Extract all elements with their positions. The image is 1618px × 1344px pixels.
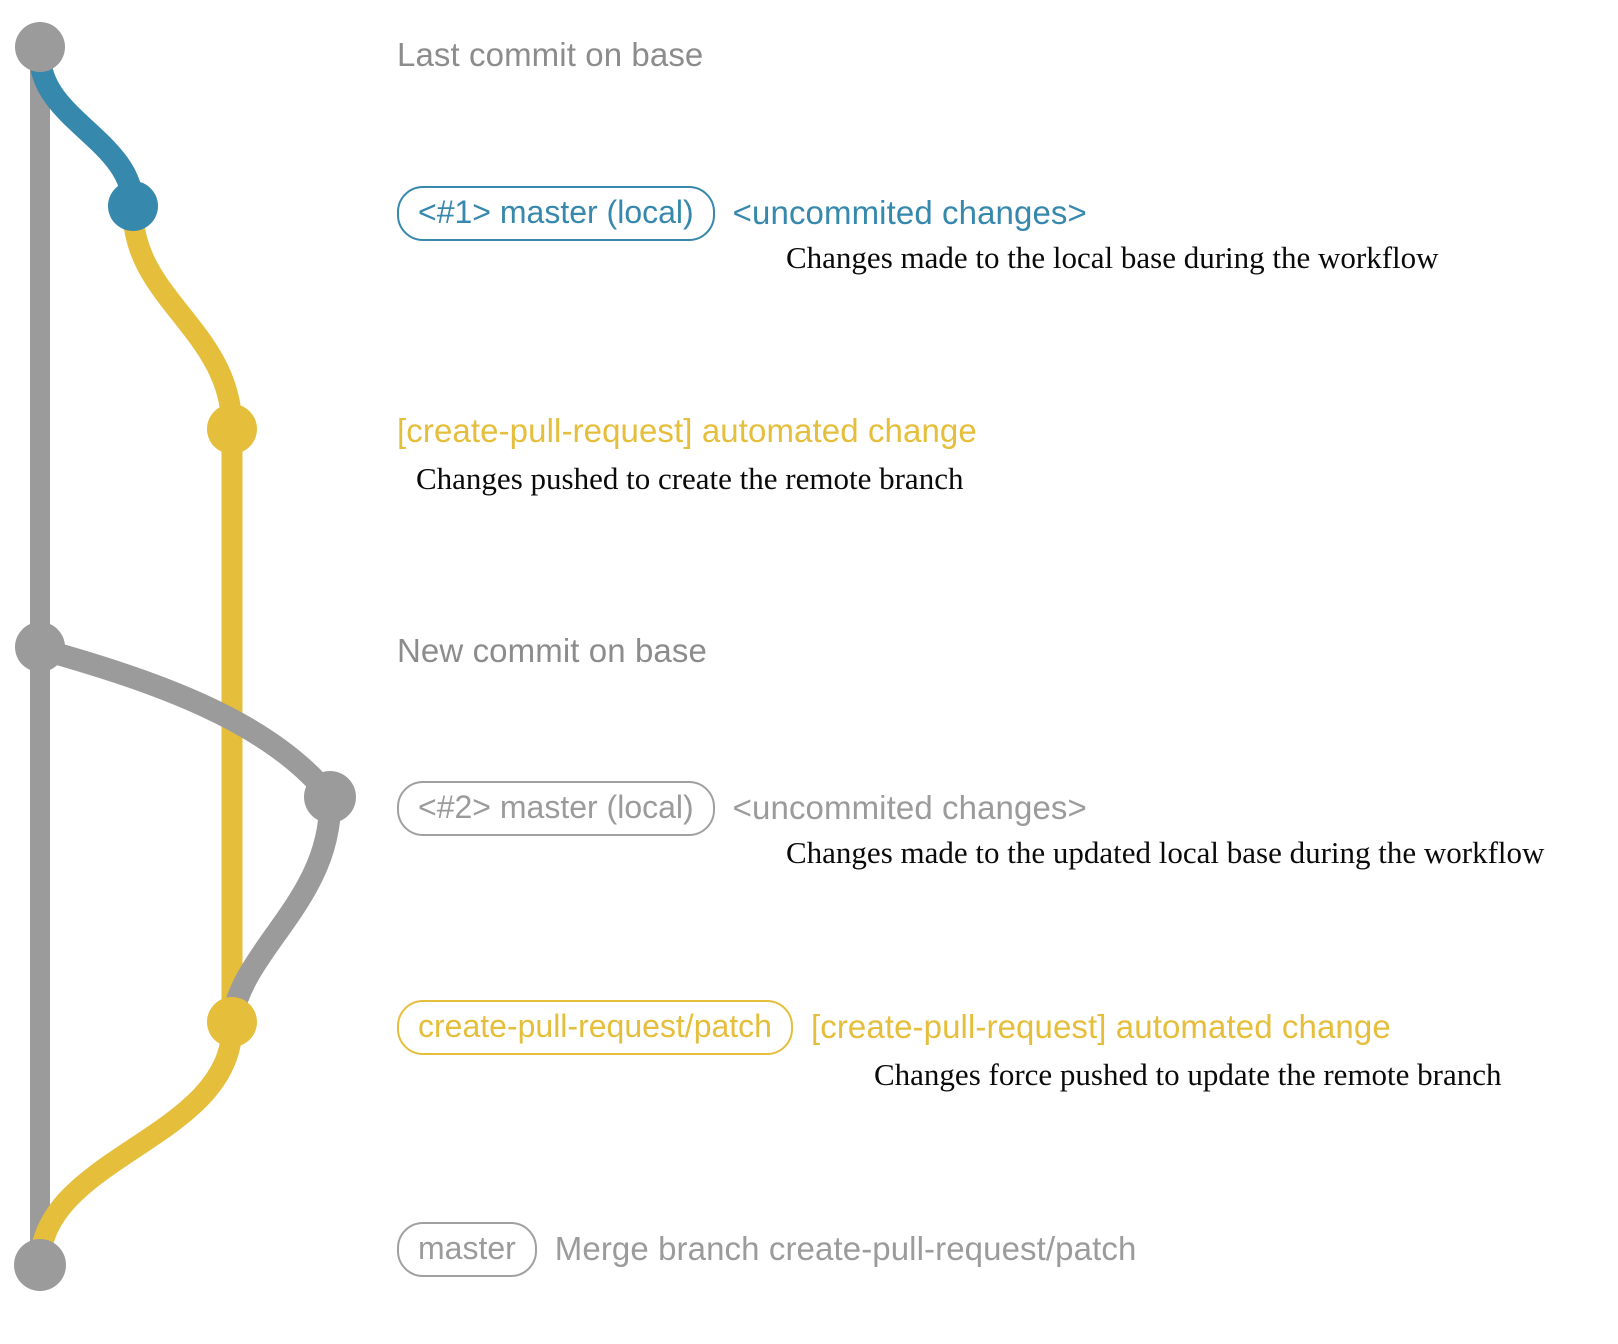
- badge-commit-1-master-local[interactable]: <#1> master (local): [397, 186, 715, 241]
- badge-create-pull-request-patch[interactable]: create-pull-request/patch: [397, 1000, 793, 1055]
- heading-last-commit-on-base: Last commit on base: [397, 36, 704, 73]
- node-patch-push: [207, 404, 257, 454]
- patch-merge-line: [29, 1015, 243, 1276]
- description-commit-1-master-local: Changes made to the local base during th…: [786, 240, 1439, 275]
- subject-commit-2-master-local: <uncommited changes>: [732, 789, 1087, 827]
- description-commit-automated-change-push: Changes pushed to create the remote bran…: [416, 461, 964, 496]
- subject-commit-automated-change-push: [create-pull-request] automated change: [397, 412, 977, 449]
- subject-commit-1-master-local: <uncommited changes>: [732, 194, 1087, 232]
- subject-commit-merge-master: Merge branch create-pull-request/patch: [554, 1230, 1137, 1268]
- badge-commit-2-master-local[interactable]: <#2> master (local): [397, 781, 715, 836]
- node-last-commit-on-base: [15, 22, 65, 72]
- node-local-commit-2: [304, 771, 356, 823]
- headline-commit-1-master-local: <#1> master (local) <uncommited changes>: [397, 186, 1087, 241]
- badge-master[interactable]: master: [397, 1222, 537, 1277]
- headline-commit-automated-change-force-push: create-pull-request/patch [create-pull-r…: [397, 1000, 1391, 1055]
- node-new-commit-on-base: [15, 622, 65, 672]
- description-commit-2-master-local: Changes made to the updated local base d…: [786, 835, 1545, 870]
- merge-branch-line-out: [33, 639, 341, 808]
- node-merge-master: [14, 1239, 66, 1291]
- description-commit-automated-change-force-push: Changes force pushed to update the remot…: [874, 1057, 1502, 1092]
- node-local-commit-1: [108, 181, 158, 231]
- headline-commit-merge-master: master Merge branch create-pull-request/…: [397, 1222, 1136, 1277]
- heading-new-commit-on-base: New commit on base: [397, 632, 707, 669]
- headline-commit-automated-change-push: [create-pull-request] automated change: [397, 412, 977, 450]
- headline-commit-2-master-local: <#2> master (local) <uncommited changes>: [397, 781, 1087, 836]
- subject-commit-automated-change-force-push: [create-pull-request] automated change: [810, 1008, 1391, 1046]
- merge-branch-line-in: [221, 789, 342, 1033]
- node-patch-force-push: [207, 997, 257, 1047]
- patch-branch-line-upper: [122, 199, 243, 440]
